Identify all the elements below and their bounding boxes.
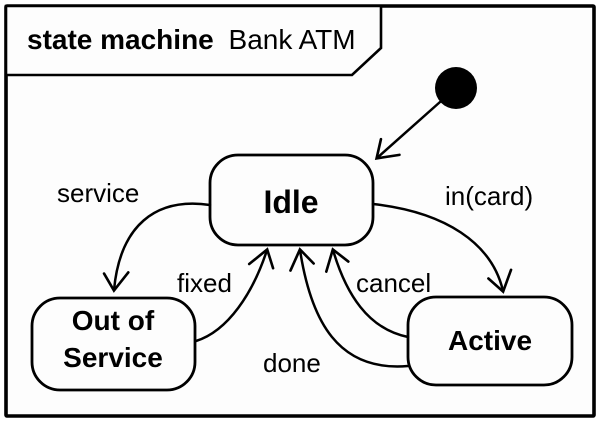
diagram-linework [30,67,574,392]
transition-done-label: done [263,348,321,378]
diagram-title: state machine Bank ATM [27,24,356,55]
diagram-text: state machine Bank ATM Idle Out of Servi… [27,24,533,378]
state-active [406,295,574,387]
state-idle [208,153,375,247]
transition-cancel-arrow [324,247,410,339]
transition-fixed-arrow [194,247,275,343]
state-active-label: Active [448,325,532,356]
transition-service-arrow [102,202,212,293]
transition-done-arrow [289,247,410,368]
state-idle-label: Idle [263,184,318,220]
transition-service-label: service [57,178,139,208]
transition-in-card-label: in(card) [445,181,533,211]
state-out-of-service-label-line2: Service [63,342,163,373]
state-out-of-service [30,296,197,392]
initial-transition-arrow [374,100,442,160]
diagram-title-name: Bank ATM [229,24,356,55]
transition-fixed-label: fixed [177,268,232,298]
initial-state-icon [435,67,477,109]
frame-title-tab [4,4,383,77]
transition-cancel-label: cancel [356,268,431,298]
diagram-title-keyword: state machine [27,24,214,55]
state-out-of-service-label-line1: Out of [72,305,155,336]
transition-in-card-arrow [371,202,513,294]
